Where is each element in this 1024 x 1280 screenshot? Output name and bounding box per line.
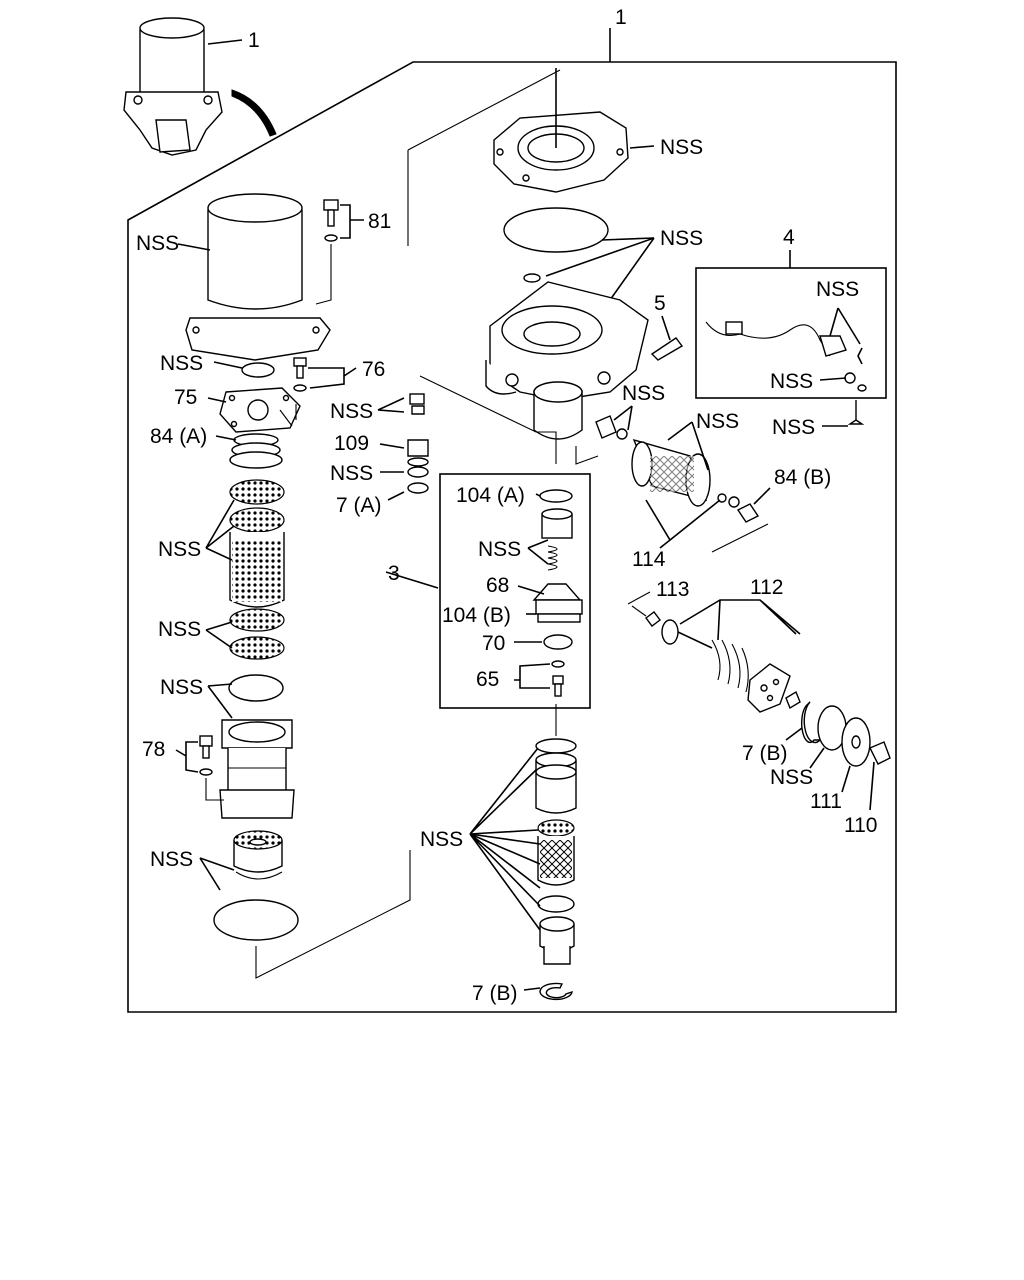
sensor-kit-box [695, 267, 887, 399]
label-78: 78 [142, 738, 165, 761]
washer-nss [241, 362, 275, 378]
bolt-78 [199, 735, 213, 776]
main-valve-body [485, 281, 649, 440]
label-7b-right: 7 (B) [742, 742, 788, 765]
label-nss-valve: NSS [330, 400, 373, 423]
label-81: 81 [368, 210, 391, 233]
label-nss-piston: NSS [478, 538, 521, 561]
cap-70 [543, 634, 573, 650]
label-75: 75 [174, 386, 197, 409]
label-nss-ring: NSS [160, 676, 203, 699]
plug-110 [869, 741, 891, 765]
complete-dryer-assembly-icon [123, 17, 277, 156]
cartridge-body [219, 719, 295, 819]
label-111: 111 [810, 790, 842, 813]
label-nss-lower: NSS [420, 828, 463, 851]
label-5: 5 [654, 292, 666, 315]
valve-insert [407, 393, 429, 494]
screw-sensor [847, 400, 865, 425]
plate-75 [219, 387, 301, 433]
label-nss-sensor3: NSS [772, 416, 815, 439]
snap-ring-7b-bottom [539, 982, 573, 1001]
piston-assembly [541, 508, 573, 571]
label-84b: 84 (B) [774, 466, 831, 489]
label-nss-screens2: NSS [158, 618, 201, 641]
label-65: 65 [476, 668, 499, 691]
label-4: 4 [783, 226, 795, 249]
oring-large-nss [503, 207, 609, 253]
oring-nss [228, 674, 284, 702]
leader-1-top [207, 39, 243, 45]
top-cover [493, 111, 629, 193]
snap-ring-7b-right [800, 701, 822, 744]
label-7b-bottom: 7 (B) [472, 982, 518, 1005]
label-nss-housing: NSS [136, 232, 179, 255]
label-nss-pipe: NSS [696, 410, 739, 433]
screw-65 [551, 660, 565, 697]
screw-76 [293, 357, 307, 392]
label-nss-disc: NSS [770, 766, 813, 789]
filter-screens [229, 479, 285, 660]
bottom-filter [213, 830, 299, 941]
label-nss-plug: NSS [622, 382, 665, 405]
rod-113 [645, 611, 661, 627]
oring-small-nss [523, 273, 541, 283]
assembly-frame [127, 61, 897, 1013]
label-nss-bottom: NSS [150, 848, 193, 871]
piston-68 [532, 583, 583, 623]
plug-nss [595, 415, 628, 440]
label-nss-sensor1: NSS [816, 278, 859, 301]
label-114: 114 [632, 548, 666, 571]
label-7a: 7 (A) [336, 494, 382, 517]
label-110: 110 [844, 814, 877, 837]
label-nss-washer: NSS [160, 352, 203, 375]
label-104a: 104 (A) [456, 484, 525, 507]
label-104b: 104 (B) [442, 604, 511, 627]
label-112: 112 [750, 576, 783, 599]
lower-center-parts [535, 738, 577, 965]
label-nss-sensor2: NSS [770, 370, 813, 393]
label-70: 70 [482, 632, 505, 655]
bolt-81 [323, 199, 339, 242]
label-nss-screens: NSS [158, 538, 201, 561]
spring-84a [229, 433, 283, 469]
label-113: 113 [656, 578, 689, 601]
label-nss-valve2: NSS [330, 462, 373, 485]
label-84a: 84 (A) [150, 425, 207, 448]
label-nss-cover-top: NSS [660, 136, 703, 159]
fitting-5 [650, 337, 684, 361]
label-assembly-frame: 1 [615, 6, 627, 29]
label-109: 109 [334, 432, 369, 455]
label-assembly-top: 1 [248, 29, 260, 52]
label-3: 3 [388, 562, 400, 585]
silencer-pipe-nss [631, 438, 711, 507]
oring-104a [539, 489, 573, 503]
washers-84b [717, 493, 760, 523]
label-nss-orings-top: NSS [660, 227, 703, 250]
valve-kit-box [439, 473, 591, 709]
label-68: 68 [486, 574, 509, 597]
wiring-harness [705, 321, 867, 392]
label-76: 76 [362, 358, 385, 381]
spring-valve-112 [661, 619, 801, 713]
upper-housing-dome [185, 193, 331, 361]
